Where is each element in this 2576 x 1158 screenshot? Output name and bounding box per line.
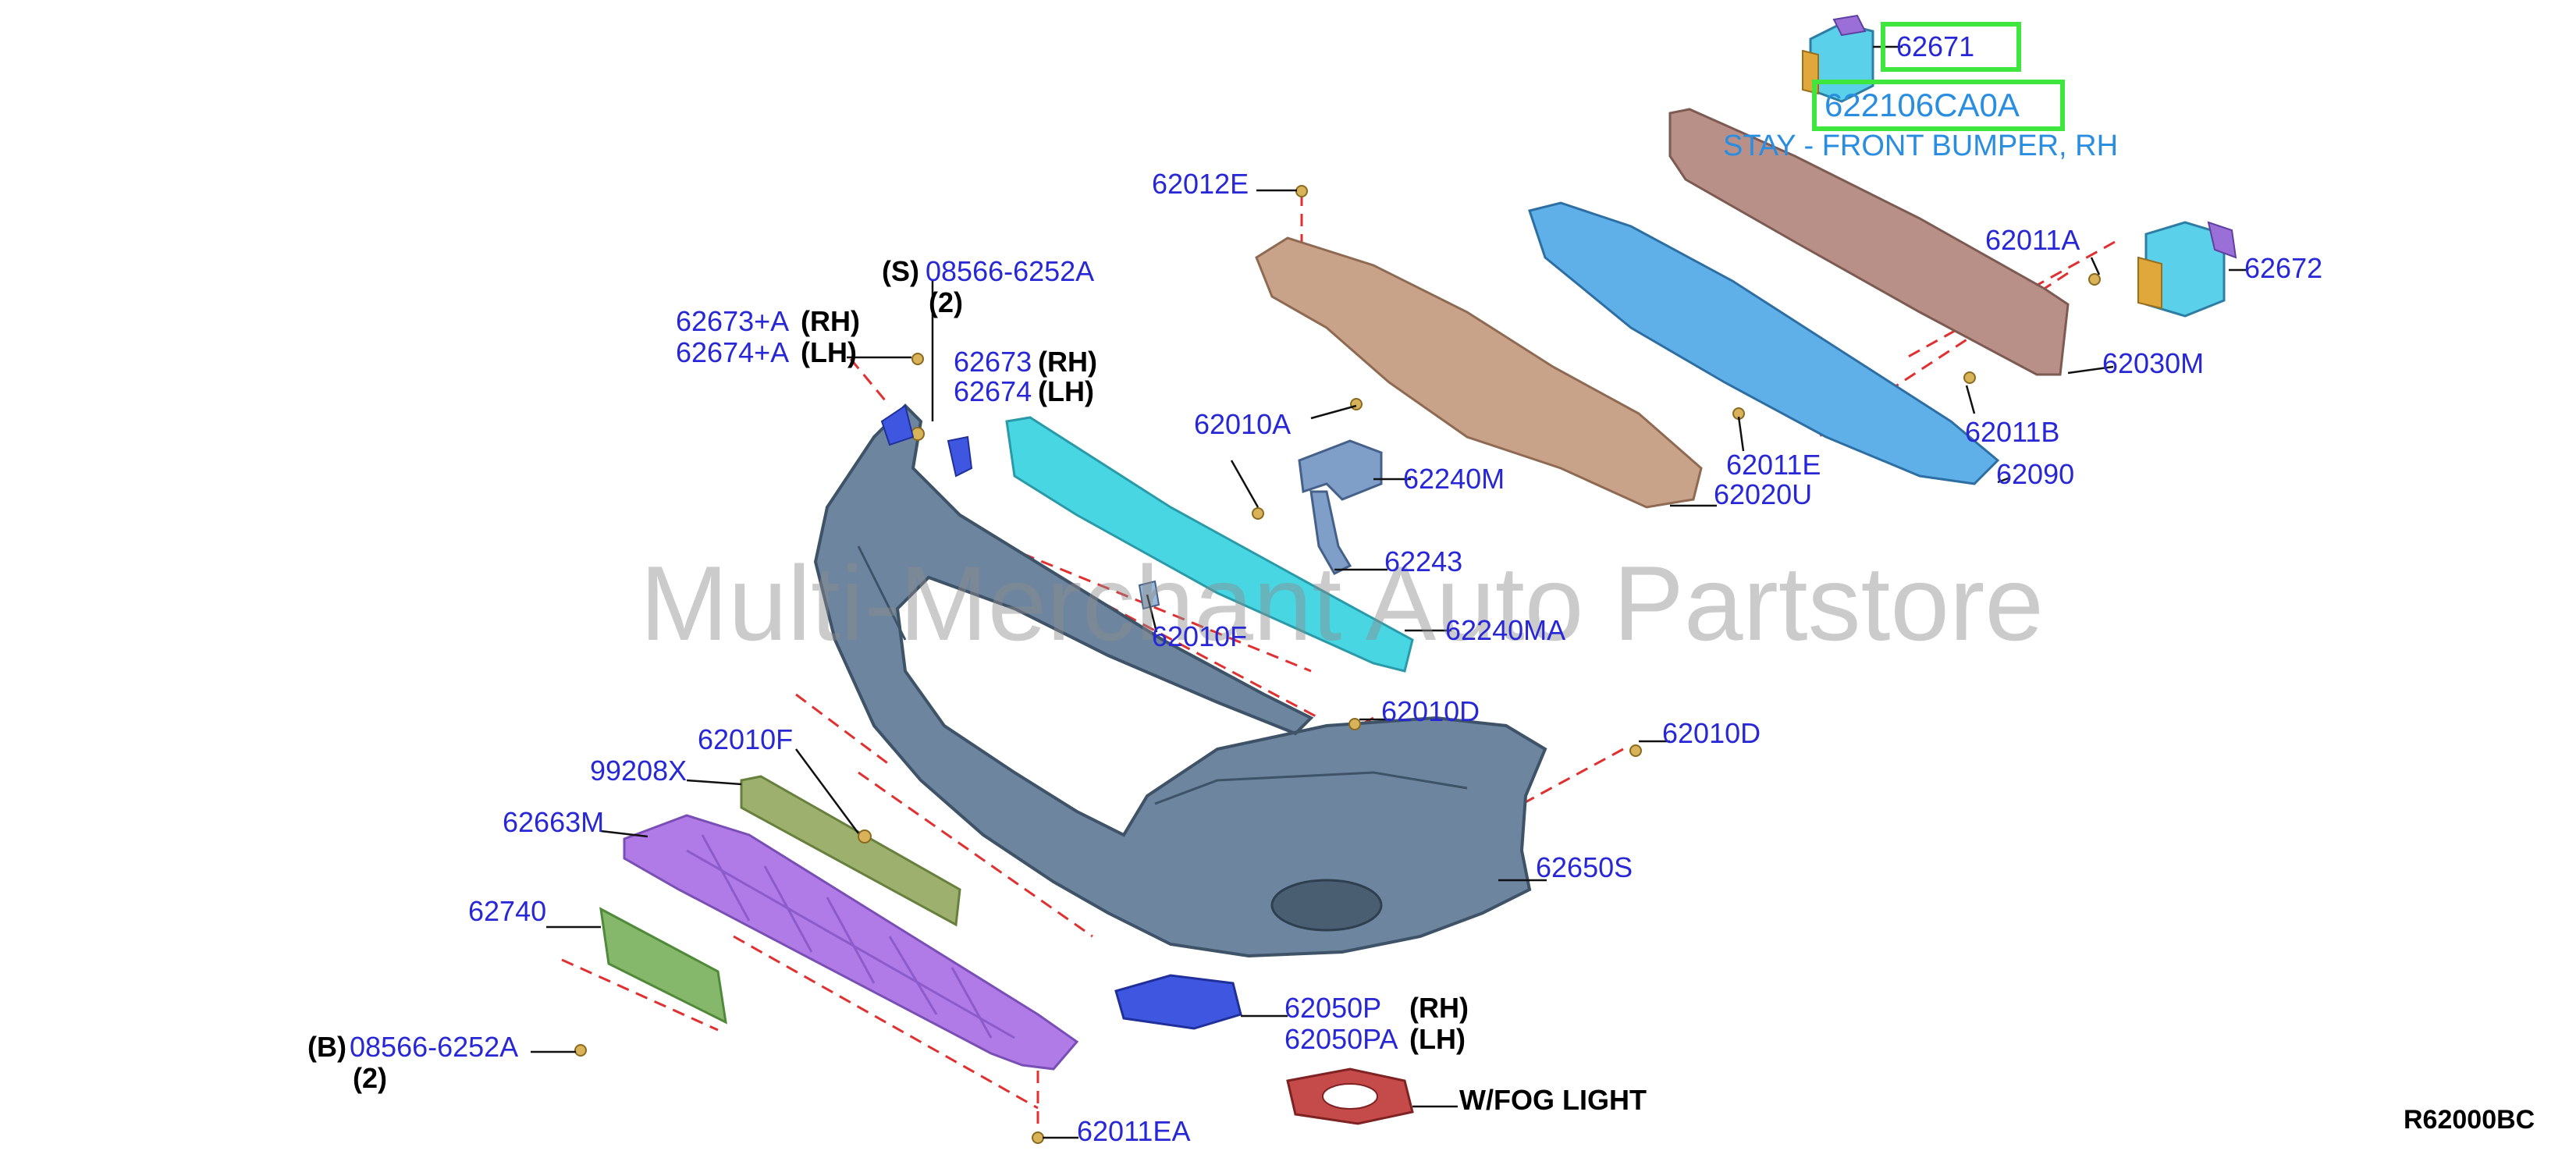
part-label-622106ca0a[interactable]: 622106CA0A	[1825, 87, 2020, 123]
rh-note-2: (RH)	[1038, 346, 1097, 378]
part-label-62090[interactable]: 62090	[1996, 458, 2075, 490]
qty-top: (2)	[929, 286, 963, 318]
bracket-62243	[1309, 490, 1352, 575]
diagram-code: R62000BC	[2404, 1105, 2535, 1135]
part-label-62671[interactable]: 62671	[1896, 30, 1975, 62]
part-label-62010a[interactable]: 62010A	[1194, 408, 1292, 440]
part-label-62010d-mid[interactable]: 62010D	[1381, 695, 1480, 727]
under-guard-ribs	[686, 834, 1015, 1039]
plate-62740	[599, 907, 727, 1025]
rh-note-1: (RH)	[801, 305, 860, 337]
part-label-62663m[interactable]: 62663M	[503, 806, 605, 838]
part-label-62011b[interactable]: 62011B	[1965, 416, 2060, 448]
marker-s: (S)	[882, 255, 919, 287]
part-label-62010f-low[interactable]: 62010F	[698, 723, 794, 755]
fasteners	[574, 185, 2101, 1144]
lh-note-1: (LH)	[801, 336, 857, 368]
marker-b: (B)	[307, 1031, 346, 1063]
stay-62090	[1528, 201, 2000, 485]
part-label-62010f-top[interactable]: 62010F	[1152, 620, 1248, 652]
part-label-62011ea[interactable]: 62011EA	[1077, 1115, 1191, 1147]
part-label-62011a[interactable]: 62011A	[1985, 224, 2080, 256]
part-label-08566-6252a-top[interactable]: 08566-6252A	[926, 255, 1095, 287]
stay-62672-part	[2137, 221, 2237, 318]
reinforcement-62030m	[1668, 108, 2070, 376]
part-label-62674[interactable]: 62674	[954, 375, 1032, 407]
part-label-62673a[interactable]: 62673+A	[676, 305, 790, 337]
part-label-62050p[interactable]: 62050P	[1284, 992, 1382, 1024]
fog-light-note: W/FOG LIGHT	[1459, 1084, 1647, 1116]
watermark: Multi-Merchant Auto Partstore	[640, 544, 2044, 662]
part-label-62243[interactable]: 62243	[1384, 545, 1463, 577]
rh-note-3: (RH)	[1409, 992, 1469, 1024]
lh-note-2: (LH)	[1038, 375, 1094, 407]
part-label-08566-6252a-bottom[interactable]: 08566-6252A	[350, 1031, 519, 1063]
part-label-62240m[interactable]: 62240M	[1403, 463, 1505, 495]
fog-opening	[1270, 879, 1383, 932]
part-label-62012e[interactable]: 62012E	[1152, 168, 1249, 200]
part-label-62020u[interactable]: 62020U	[1714, 478, 1813, 510]
part-label-62650s[interactable]: 62650S	[1536, 851, 1633, 883]
highlight-box-622106ca0a	[1812, 80, 2065, 131]
bumper-fascia-62650s	[813, 403, 1547, 958]
highlight-box-62671	[1881, 22, 2021, 72]
leader-lines	[531, 45, 2247, 1139]
strip-99208x	[740, 775, 961, 927]
lh-note-3: (LH)	[1409, 1023, 1466, 1055]
clip-62673	[947, 435, 973, 478]
part-label-62011e[interactable]: 62011E	[1726, 449, 1821, 481]
undercover-62020u	[1255, 236, 1703, 509]
part-description: STAY - FRONT BUMPER, RH	[1723, 130, 2119, 162]
part-label-62050pa[interactable]: 62050PA	[1284, 1023, 1398, 1055]
part-label-62010d-right[interactable]: 62010D	[1662, 717, 1761, 749]
bracket-62240m	[1298, 439, 1383, 501]
part-label-62030m[interactable]: 62030M	[2102, 347, 2205, 379]
absorber-62240ma	[1005, 416, 1414, 673]
clip-62673a	[880, 404, 915, 446]
clip-62010f	[1138, 580, 1160, 610]
part-label-62240ma[interactable]: 62240MA	[1445, 614, 1566, 646]
part-label-62674a[interactable]: 62674+A	[676, 336, 790, 368]
part-label-99208x[interactable]: 99208X	[590, 755, 688, 787]
fog-cover-62050p	[1114, 974, 1242, 1030]
part-label-62740[interactable]: 62740	[468, 895, 547, 927]
part-label-62672[interactable]: 62672	[2244, 252, 2323, 284]
part-label-62673[interactable]: 62673	[954, 346, 1032, 378]
qty-bottom: (2)	[353, 1062, 387, 1094]
